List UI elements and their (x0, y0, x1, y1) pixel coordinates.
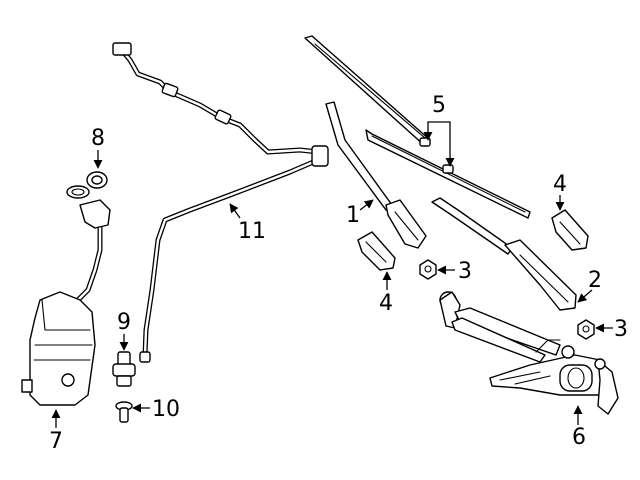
washer-reservoir-part-7 (21, 199, 111, 406)
callout-3-left: 3 (458, 259, 472, 284)
seal-part-8 (66, 171, 108, 199)
grommet-part-10 (115, 401, 133, 423)
callout-3-right: 3 (614, 317, 628, 342)
wiper-blades-part-5 (304, 35, 531, 219)
callout-8: 8 (91, 126, 105, 151)
washer-pump-part-9 (112, 351, 136, 387)
nut-part-3-right (577, 319, 595, 340)
callout-6: 6 (572, 425, 586, 450)
callout-4-right: 4 (553, 172, 567, 197)
wiper-arm-part-1 (325, 101, 427, 249)
callout-4-left: 4 (379, 291, 393, 316)
washer-hose-part-11 (112, 42, 329, 363)
callout-10: 10 (152, 397, 180, 422)
callout-2: 2 (588, 268, 602, 293)
arm-cap-part-4-left (357, 231, 396, 271)
wiper-arm-part-2 (431, 197, 577, 311)
callout-11: 11 (238, 219, 266, 244)
nut-part-3-left (419, 259, 437, 280)
callout-1: 1 (346, 203, 360, 228)
wiper-linkage-motor-part-6 (439, 291, 619, 415)
callout-9: 9 (117, 310, 131, 335)
leader-lines (51, 121, 613, 428)
callout-7: 7 (49, 429, 63, 454)
arm-cap-part-4-right (551, 209, 589, 251)
callout-5: 5 (432, 93, 446, 118)
